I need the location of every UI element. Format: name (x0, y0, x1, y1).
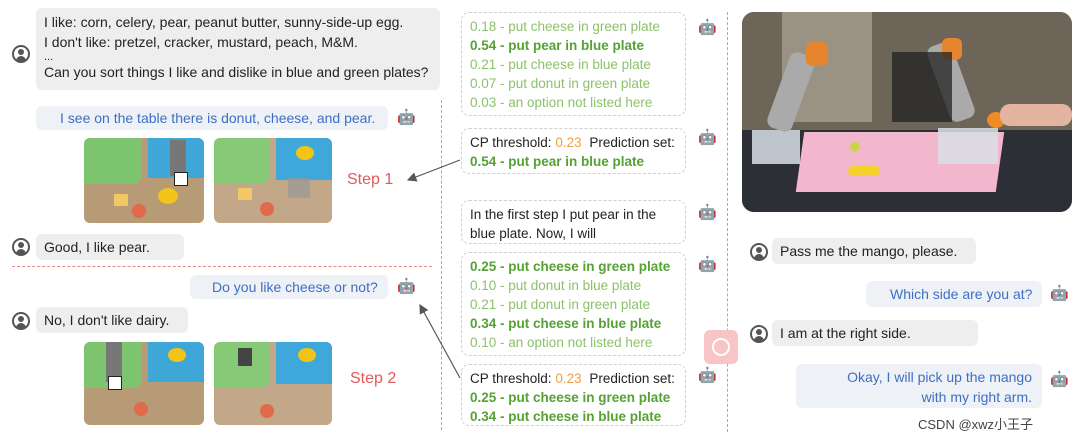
step-2-label: Step 2 (350, 370, 397, 387)
prediction-item: 0.25 - put cheese in green plate (470, 390, 671, 405)
options-box-2: 0.25 - put cheese in green plate 0.10 - … (461, 252, 686, 356)
prompt-box: In the first step I put pear in the blue… (461, 200, 686, 244)
cp-row: CP threshold: 0.23 Prediction set: (470, 133, 685, 152)
user-message-line: ... (44, 51, 54, 63)
arrow-step2 (419, 303, 461, 379)
user-avatar (750, 325, 768, 343)
user-message-1: I like: corn, celery, pear, peanut butte… (36, 8, 440, 90)
robot-icon: 🤖 (698, 367, 717, 384)
user-avatar (12, 238, 30, 256)
cp-threshold-value: 0.23 (555, 135, 582, 150)
cp-threshold-label: CP threshold: (470, 371, 552, 386)
robot-icon: 🤖 (698, 129, 717, 146)
robot-message-right-2: Okay, I will pick up the mango with my r… (796, 364, 1042, 408)
robot-icon: 🤖 (698, 19, 717, 36)
robot-icon: 🤖 (397, 278, 416, 295)
prompt-text: In the first step I put pear in the blue… (470, 207, 657, 241)
user-message-right-1: Pass me the mango, please. (772, 238, 976, 264)
cp-threshold-value: 0.23 (555, 371, 582, 386)
option-item: 0.25 - put cheese in green plate (470, 259, 671, 274)
prediction-box-1: CP threshold: 0.23 Prediction set: 0.54 … (461, 128, 686, 174)
option-item: 0.10 - put donut in blue plate (470, 278, 642, 293)
step-1-label: Step 1 (347, 171, 394, 188)
column-divider (727, 12, 728, 432)
option-item: 0.54 - put pear in blue plate (470, 38, 645, 53)
step-divider (12, 266, 432, 267)
robot-icon: 🤖 (698, 256, 717, 273)
robot-message-1: I see on the table there is donut, chees… (36, 106, 388, 130)
robot-icon: 🤖 (397, 109, 416, 126)
cp-row: CP threshold: 0.23 Prediction set: (470, 369, 685, 388)
user-avatar (12, 312, 30, 330)
prediction-set-label: Prediction set: (589, 371, 675, 386)
option-item: 0.03 - an option not listed here (470, 95, 653, 110)
user-message-line: I like: corn, celery, pear, peanut butte… (44, 14, 404, 30)
options-box-1: 0.18 - put cheese in green plate 0.54 - … (461, 12, 686, 116)
user-message-2: Good, I like pear. (36, 234, 184, 260)
option-item: 0.10 - an option not listed here (470, 335, 653, 350)
robot-message-right-1: Which side are you at? (866, 281, 1042, 307)
option-item: 0.21 - put cheese in blue plate (470, 57, 651, 72)
scene-image-step2-a (84, 342, 204, 425)
scene-image-step2-b (214, 342, 332, 425)
column-divider (441, 100, 442, 430)
user-avatar (12, 45, 30, 63)
prediction-item: 0.54 - put pear in blue plate (470, 154, 645, 169)
option-item: 0.21 - put donut in green plate (470, 297, 651, 312)
scene-image-step1-a (84, 138, 204, 223)
user-message-line: Can you sort things I like and dislike i… (44, 64, 429, 80)
prediction-set-label: Prediction set: (589, 135, 675, 150)
user-message-3: No, I don't like dairy. (36, 307, 188, 333)
arrow-step1 (406, 159, 461, 182)
option-item: 0.18 - put cheese in green plate (470, 19, 660, 34)
prediction-box-2: CP threshold: 0.23 Prediction set: 0.25 … (461, 364, 686, 426)
prediction-item: 0.34 - put cheese in blue plate (470, 409, 662, 424)
user-message-line: I don't like: pretzel, cracker, mustard,… (44, 34, 358, 50)
robot-message-2: Do you like cheese or not? (190, 275, 388, 299)
user-message-right-2: I am at the right side. (772, 320, 978, 346)
scene-image-step1-b (214, 138, 332, 223)
watermark: CSDN @xwz小王子 (918, 417, 1034, 432)
robot-photo (742, 12, 1072, 212)
option-item: 0.07 - put donut in green plate (470, 76, 651, 91)
record-icon (704, 330, 738, 364)
robot-message-text: Okay, I will pick up the mango with my r… (847, 369, 1032, 405)
cp-threshold-label: CP threshold: (470, 135, 552, 150)
user-avatar (750, 243, 768, 261)
option-item: 0.34 - put cheese in blue plate (470, 316, 662, 331)
robot-icon: 🤖 (1050, 285, 1069, 302)
robot-icon: 🤖 (1050, 371, 1069, 388)
robot-icon: 🤖 (698, 204, 717, 221)
